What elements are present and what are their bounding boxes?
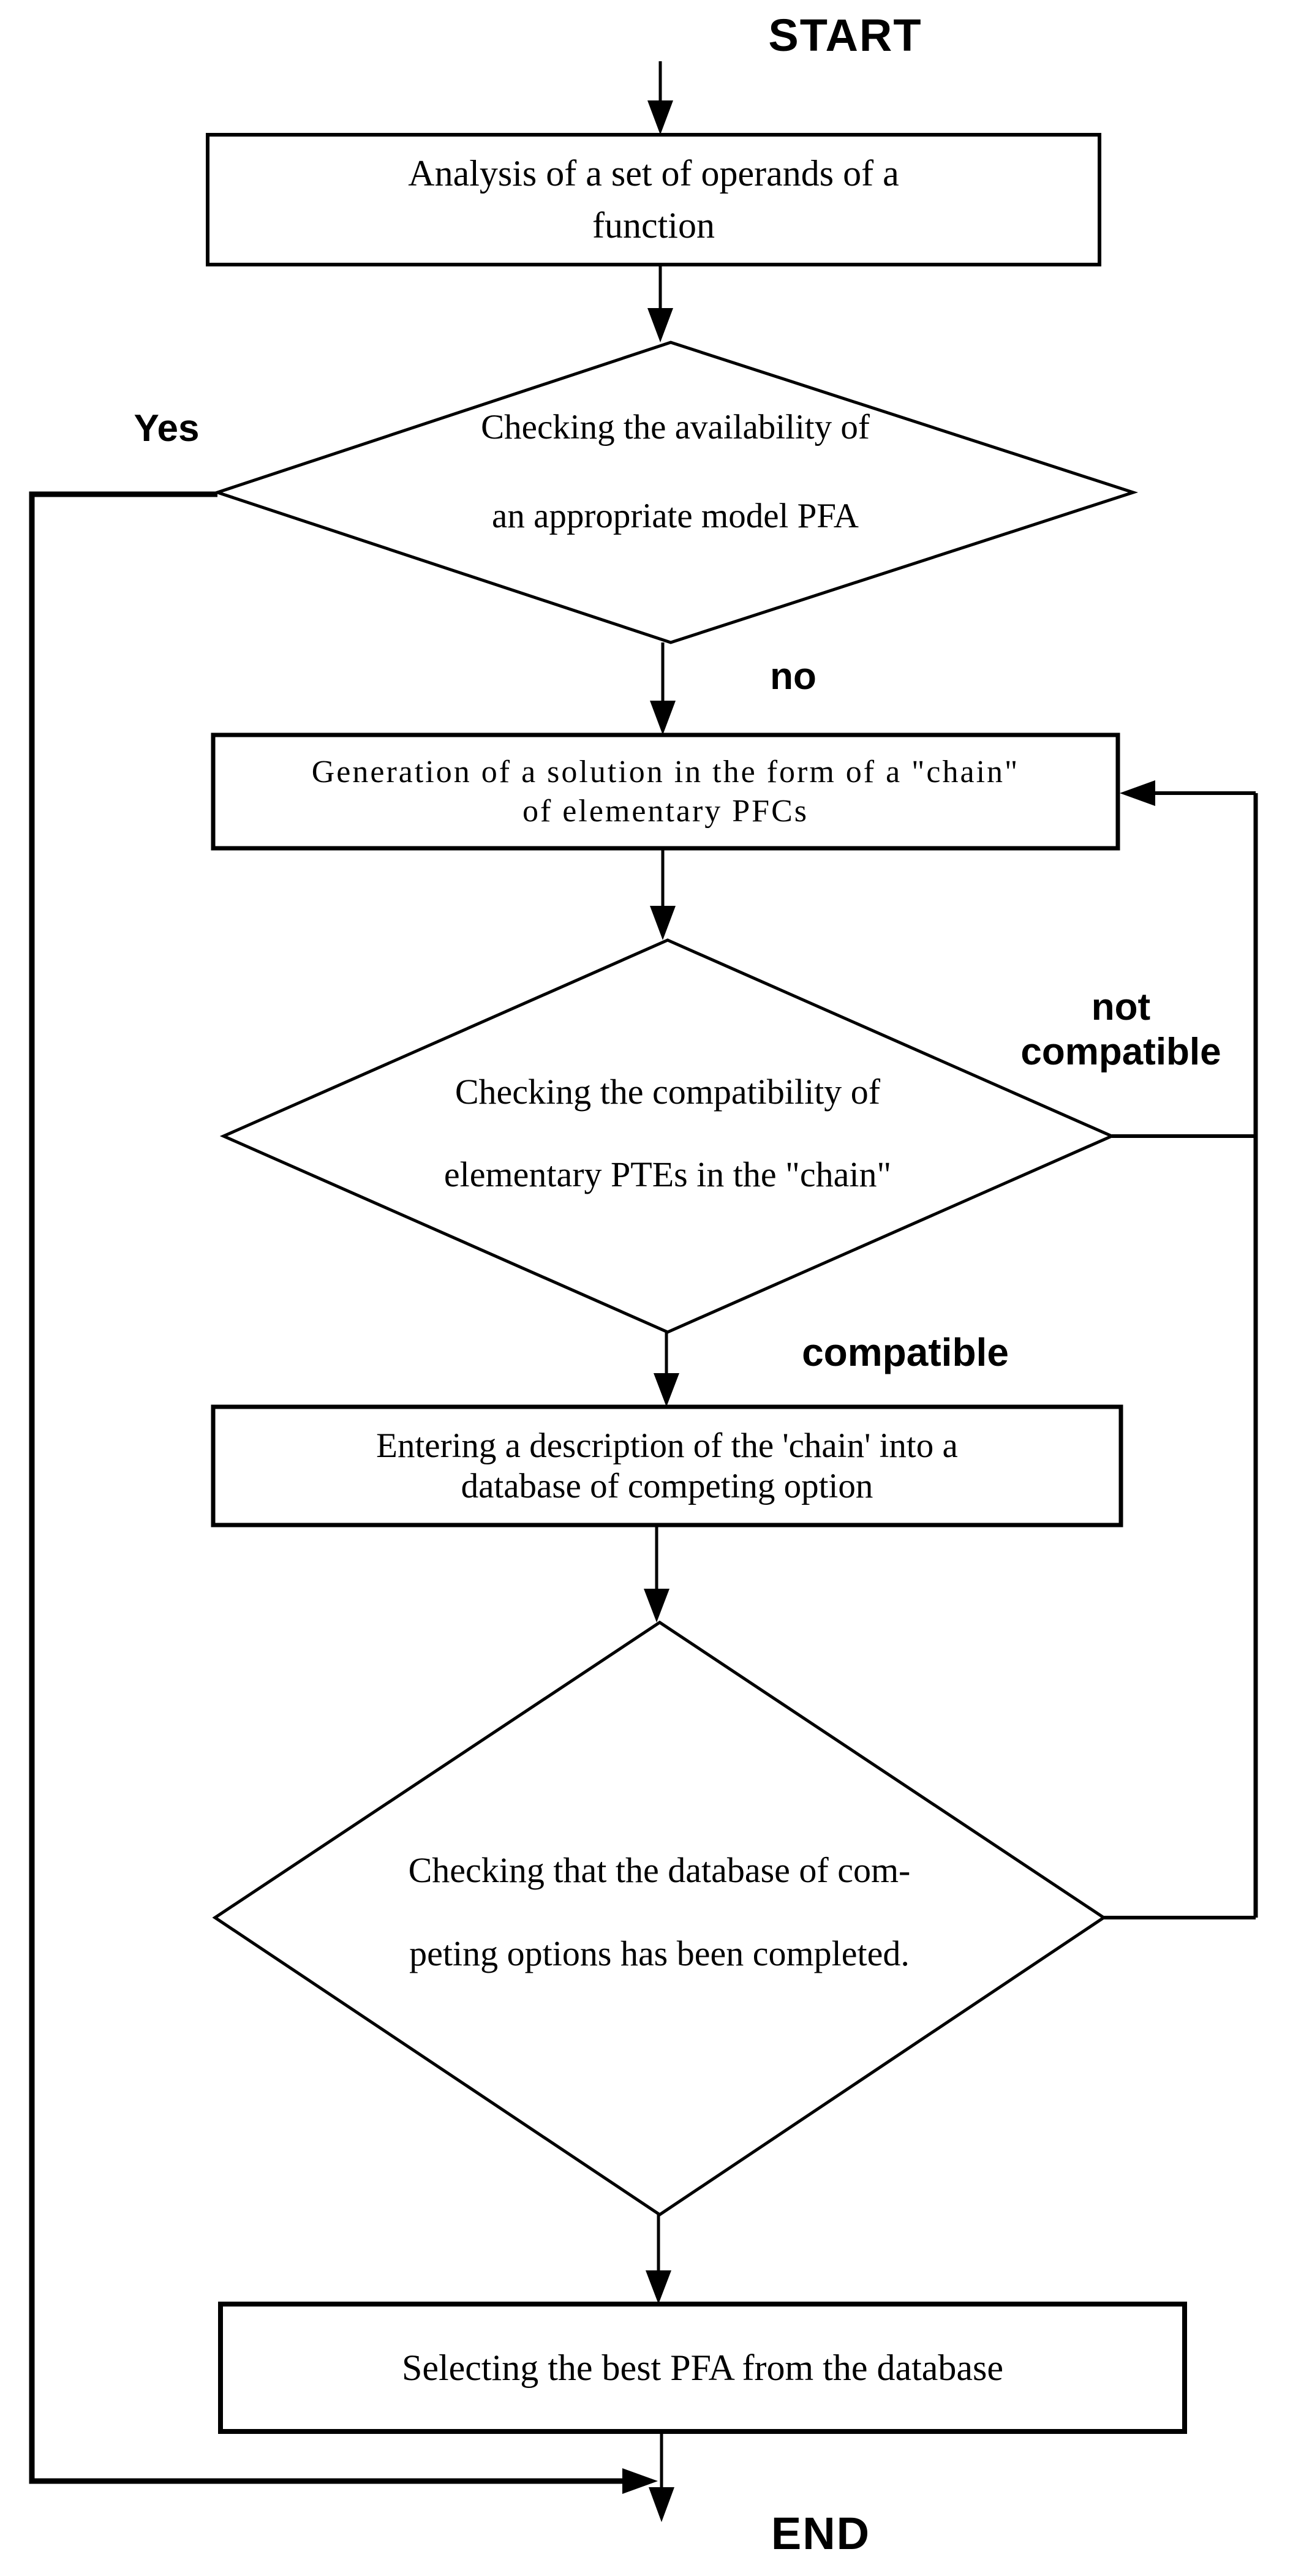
flow-arrow-compatibility-to-entering [654,1332,679,1407]
process-generation-text: Generation of a solution in the form of … [311,754,1020,829]
process-entering-text: Entering a description of the 'chain' in… [376,1426,958,1505]
process-selecting-text: Selecting the best PFA from the database [401,2347,1003,2388]
start-label: START [768,9,922,61]
not-compatible-loop-line [1104,780,1258,1919]
process-entering-box [211,1404,1123,1527]
flow-arrow-completed-to-selecting [646,2215,671,2304]
process-selecting-box [218,2302,1187,2434]
end-label: END [771,2507,871,2559]
decision-availability-diamond [213,341,1139,644]
decision-completed-text: Checking that the database of com- petin… [408,1850,911,1973]
flow-arrow-start-to-analysis [647,61,673,135]
yes-label: Yes [134,407,200,450]
process-analysis-box [206,133,1101,266]
decision-availability-text: Checking the availability of an appropri… [481,408,870,535]
decision-compatibility-text: Checking the compatibility of elementary… [443,1072,892,1194]
process-analysis-text: Analysis of a set of operands of a funct… [408,153,899,246]
no-label: no [770,655,816,698]
flow-arrow-analysis-to-availability [647,265,673,342]
yes-branch-line [29,491,658,2494]
flow-arrow-selecting-to-end [649,2431,674,2522]
compatible-label: compatible [802,1330,1009,1374]
flow-arrow-availability-to-generation [650,642,676,735]
not-compatible-label: not compatible [1020,986,1221,1073]
process-generation-box [211,733,1120,851]
flow-arrow-entering-to-completed [644,1525,669,1622]
flow-arrow-generation-to-compatibility [650,848,676,940]
